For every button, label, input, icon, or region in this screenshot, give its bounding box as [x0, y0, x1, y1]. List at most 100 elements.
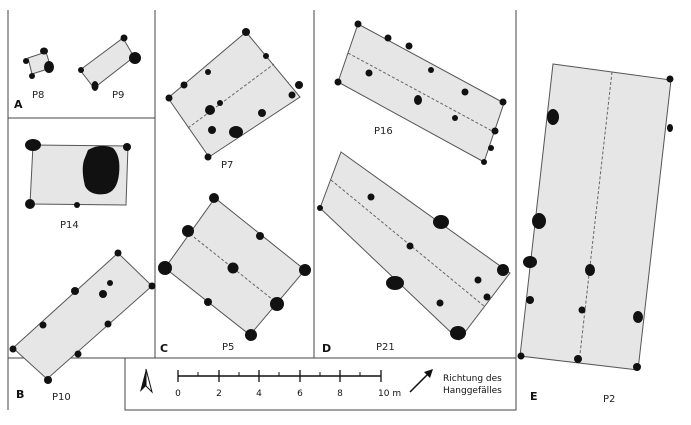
post — [39, 321, 47, 329]
post — [497, 264, 509, 276]
post — [29, 73, 35, 79]
plan-p9-outline — [79, 37, 135, 89]
plan-p21-axis — [330, 179, 485, 307]
post — [667, 124, 673, 132]
post — [263, 53, 269, 59]
post — [217, 100, 223, 106]
plan-p10-outline — [12, 252, 153, 380]
post — [242, 28, 250, 36]
post — [585, 264, 595, 276]
post — [165, 94, 173, 102]
plan-p8 — [23, 47, 54, 79]
post — [23, 58, 29, 64]
post — [405, 42, 413, 50]
plan-label-p5: P5 — [222, 342, 234, 353]
post — [205, 105, 215, 115]
post — [334, 78, 342, 86]
post — [414, 95, 422, 105]
post — [367, 193, 375, 201]
plan-p2 — [517, 63, 674, 371]
post — [452, 115, 458, 121]
post — [491, 127, 499, 135]
post — [99, 290, 107, 298]
north-arrow-left-half — [140, 369, 146, 392]
post — [78, 67, 84, 73]
post — [129, 52, 141, 64]
post — [209, 193, 219, 203]
post — [428, 67, 434, 73]
slope-arrow-shaft — [409, 371, 431, 393]
plan-p7-outline — [167, 31, 301, 158]
plan-label-p10: P10 — [52, 392, 71, 403]
section-label-c: C — [160, 342, 168, 355]
post — [91, 81, 99, 91]
slope-direction-line1: Richtung des — [443, 374, 502, 384]
post — [299, 264, 311, 276]
post — [180, 81, 188, 89]
post — [450, 326, 466, 340]
section-label-d: D — [322, 342, 331, 355]
post — [158, 261, 172, 275]
plan-p10 — [9, 249, 156, 384]
post — [461, 88, 469, 96]
post — [270, 297, 284, 311]
post — [74, 350, 82, 358]
post — [481, 159, 487, 165]
post — [633, 311, 643, 323]
post — [365, 69, 373, 77]
post — [436, 299, 444, 307]
plan-label-p7: P7 — [221, 160, 233, 171]
post — [40, 47, 48, 55]
slope-arrow-head — [424, 369, 433, 378]
post — [483, 293, 491, 301]
scale-label-8: 8 — [337, 389, 343, 399]
post — [666, 75, 674, 83]
post — [120, 34, 128, 42]
post — [523, 256, 537, 268]
post — [547, 109, 559, 125]
post — [44, 376, 52, 384]
section-label-b: B — [16, 388, 24, 401]
post — [384, 34, 392, 42]
plan-p7-axis — [187, 63, 275, 129]
post — [25, 139, 41, 151]
post — [526, 296, 534, 304]
section-label-a: A — [14, 98, 23, 111]
post — [123, 143, 131, 151]
plan-p5 — [158, 193, 311, 341]
post — [205, 69, 211, 75]
post — [258, 109, 266, 117]
plan-p14 — [25, 139, 131, 209]
scale-label-end: 10 m — [378, 389, 401, 399]
plan-p21-outline — [319, 151, 511, 341]
scale-label-4: 4 — [256, 389, 262, 399]
post — [474, 276, 482, 284]
plan-label-p16: P16 — [374, 126, 393, 137]
plan-label-p2: P2 — [603, 394, 615, 405]
north-arrow-icon — [140, 368, 153, 394]
post — [71, 287, 79, 295]
post — [204, 298, 212, 306]
post — [104, 320, 112, 328]
scale-label-2: 2 — [216, 389, 222, 399]
plan-p16-outline — [337, 23, 505, 163]
post — [229, 126, 243, 138]
post — [517, 352, 525, 360]
panel-frames — [7, 10, 517, 411]
scale-box — [124, 357, 517, 411]
post — [245, 329, 257, 341]
post — [295, 81, 303, 89]
scale-bar: 0 2 4 6 8 10 m — [175, 370, 401, 399]
post — [256, 232, 264, 240]
post — [74, 202, 80, 208]
plan-p16-axis — [347, 52, 495, 133]
post — [44, 61, 54, 73]
post — [204, 153, 212, 161]
north-arrow-right-half — [145, 368, 153, 394]
plan-label-p14: P14 — [60, 220, 79, 231]
post — [227, 262, 239, 274]
post — [148, 282, 156, 290]
post — [354, 20, 362, 28]
post — [499, 98, 507, 106]
